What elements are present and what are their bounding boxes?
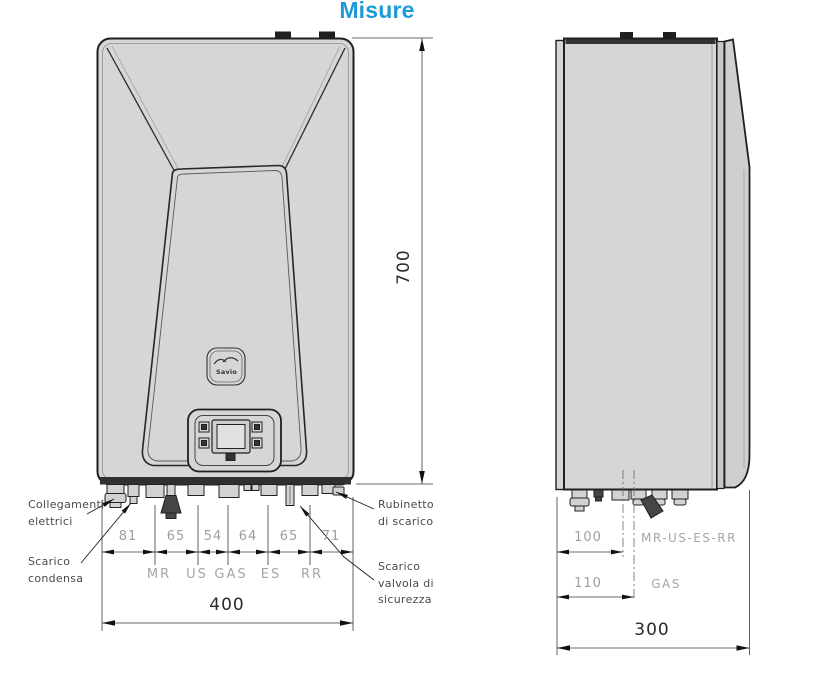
port-label-mr: MR [146,567,172,582]
side-top-tab [663,32,676,39]
panel-buttons [198,421,263,461]
dim-54: 54 [203,529,223,544]
port-label-rr: RR [300,567,324,582]
dim-64: 64 [238,529,258,544]
side-front-cover [723,38,751,489]
side-label-gas: GAS [651,577,681,591]
pipe-rr [301,484,319,496]
dim-100: 100 [574,530,602,545]
bird-swoosh-icon [213,357,239,365]
port-label-es: ES [260,567,282,582]
condensate-drain [127,484,140,497]
front-view-drawing [96,31,355,519]
front-top-tab [275,31,291,39]
cable-gland [106,484,125,494]
front-connections [104,484,345,519]
control-panel [187,408,282,473]
side-top-tab [620,32,633,39]
callout-rubinetto-di-scarico: Rubinetto di scarico [378,498,434,528]
brand-logo-badge [206,347,246,386]
callout-scarico-valvola-sicurezza: Scarico valvola di sicurezza [378,560,434,606]
page-title: Misure [339,0,415,23]
pipe-us [187,484,205,496]
dimension-arrows [102,38,750,651]
dim-width-400: 400 [209,595,245,615]
pipe-gas [218,484,240,498]
side-drain-tap [640,494,664,519]
port-label-us: US [186,567,208,582]
dim-71: 71 [321,529,341,544]
side-view-drawing [555,32,751,601]
wall-plate [555,39,565,491]
leader-arrowheads [102,492,348,517]
port-label-gas: GAS [214,567,248,582]
side-connections [569,489,689,519]
dim-height-700: 700 [394,249,414,285]
brand-logo-text: Savio [216,368,237,376]
front-panel [141,164,308,467]
drain-tap [160,495,182,514]
dim-65a: 65 [166,529,186,544]
callout-scarico-condensa: Scarico condensa [28,555,84,585]
side-label-mr-us-es-rr: MR-US-ES-RR [641,531,737,545]
pipe-mr [145,484,165,498]
callout-collegamenti-elettrici: Collegamenti elettrici [28,498,105,528]
dim-81: 81 [118,529,138,544]
pipe-es [260,484,278,496]
dim-110: 110 [574,576,602,591]
dim-65b: 65 [279,529,299,544]
front-top-tab [319,31,335,39]
boiler-case-side [563,37,718,491]
dim-depth-300: 300 [634,620,670,640]
